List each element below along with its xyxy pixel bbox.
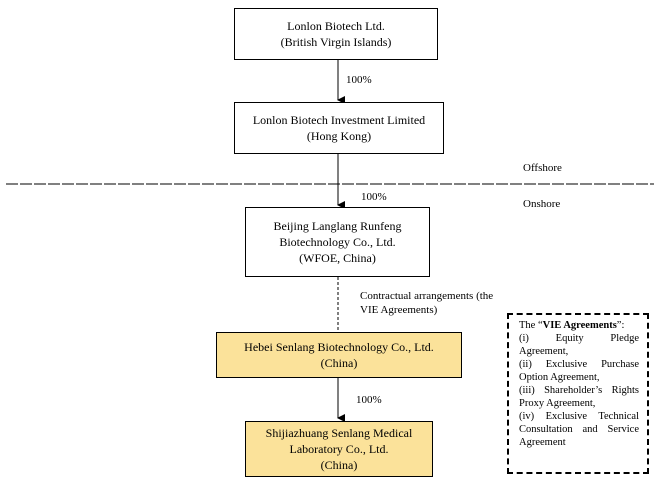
entity-jurisdiction: (British Virgin Islands) — [280, 35, 392, 49]
ownership-label-hebei-shijiazhuang: 100% — [356, 394, 382, 406]
ownership-label-parent-hk: 100% — [346, 74, 372, 86]
vie-item-shareholder-proxy: (iii) Shareholder’s Rights Proxy Agreeme… — [519, 385, 639, 409]
vie-item-technical-consultation: (iv) Exclusive Technical Consultation an… — [519, 411, 639, 448]
contractual-line1: Contractual arrangements (the — [360, 290, 494, 302]
entity-shijiazhuang-senlang: Shijiazhuang Senlang Medical Laboratory … — [245, 421, 433, 477]
entity-beijing-wfoe: Beijing Langlang Runfeng Biotechnology C… — [245, 207, 430, 277]
entity-name: Lonlon Biotech Ltd. — [287, 19, 385, 33]
entity-jurisdiction: (China) — [320, 458, 358, 472]
entity-lonlon-biotech-ltd: Lonlon Biotech Ltd. (British Virgin Isla… — [234, 8, 438, 60]
entity-name-line1: Beijing Langlang Runfeng — [273, 219, 402, 233]
entity-jurisdiction: (China) — [320, 356, 358, 370]
contractual-arrangements-label: Contractual arrangements (the VIE Agreem… — [360, 289, 493, 317]
vie-item-equity-pledge: (i) Equity Pledge Agreement, — [519, 333, 639, 357]
vie-intro: The “VIE Agreements”: — [519, 320, 625, 331]
entity-jurisdiction: (Hong Kong) — [306, 129, 372, 143]
onshore-label: Onshore — [523, 198, 561, 210]
entity-lonlon-investment-hk: Lonlon Biotech Investment Limited (Hong … — [234, 102, 444, 154]
entity-hebei-senlang: Hebei Senlang Biotechnology Co., Ltd. (C… — [216, 332, 462, 378]
entity-name-line2: Laboratory Co., Ltd. — [289, 442, 389, 456]
vie-agreements-box: The “VIE Agreements”: (i) Equity Pledge … — [507, 313, 649, 474]
entity-jurisdiction: (WFOE, China) — [299, 251, 376, 265]
offshore-label: Offshore — [523, 162, 562, 174]
contractual-line2: VIE Agreements) — [360, 304, 438, 316]
vie-intro-bold: VIE Agreements — [542, 320, 617, 331]
entity-name-line1: Shijiazhuang Senlang Medical — [265, 426, 413, 440]
vie-item-exclusive-purchase: (ii) Exclusive Purchase Option Agreement… — [519, 359, 639, 383]
ownership-label-hk-wfoe: 100% — [361, 191, 387, 203]
entity-name-line2: Biotechnology Co., Ltd. — [279, 235, 396, 249]
entity-name: Hebei Senlang Biotechnology Co., Ltd. — [244, 340, 434, 354]
entity-name: Lonlon Biotech Investment Limited — [252, 113, 426, 127]
